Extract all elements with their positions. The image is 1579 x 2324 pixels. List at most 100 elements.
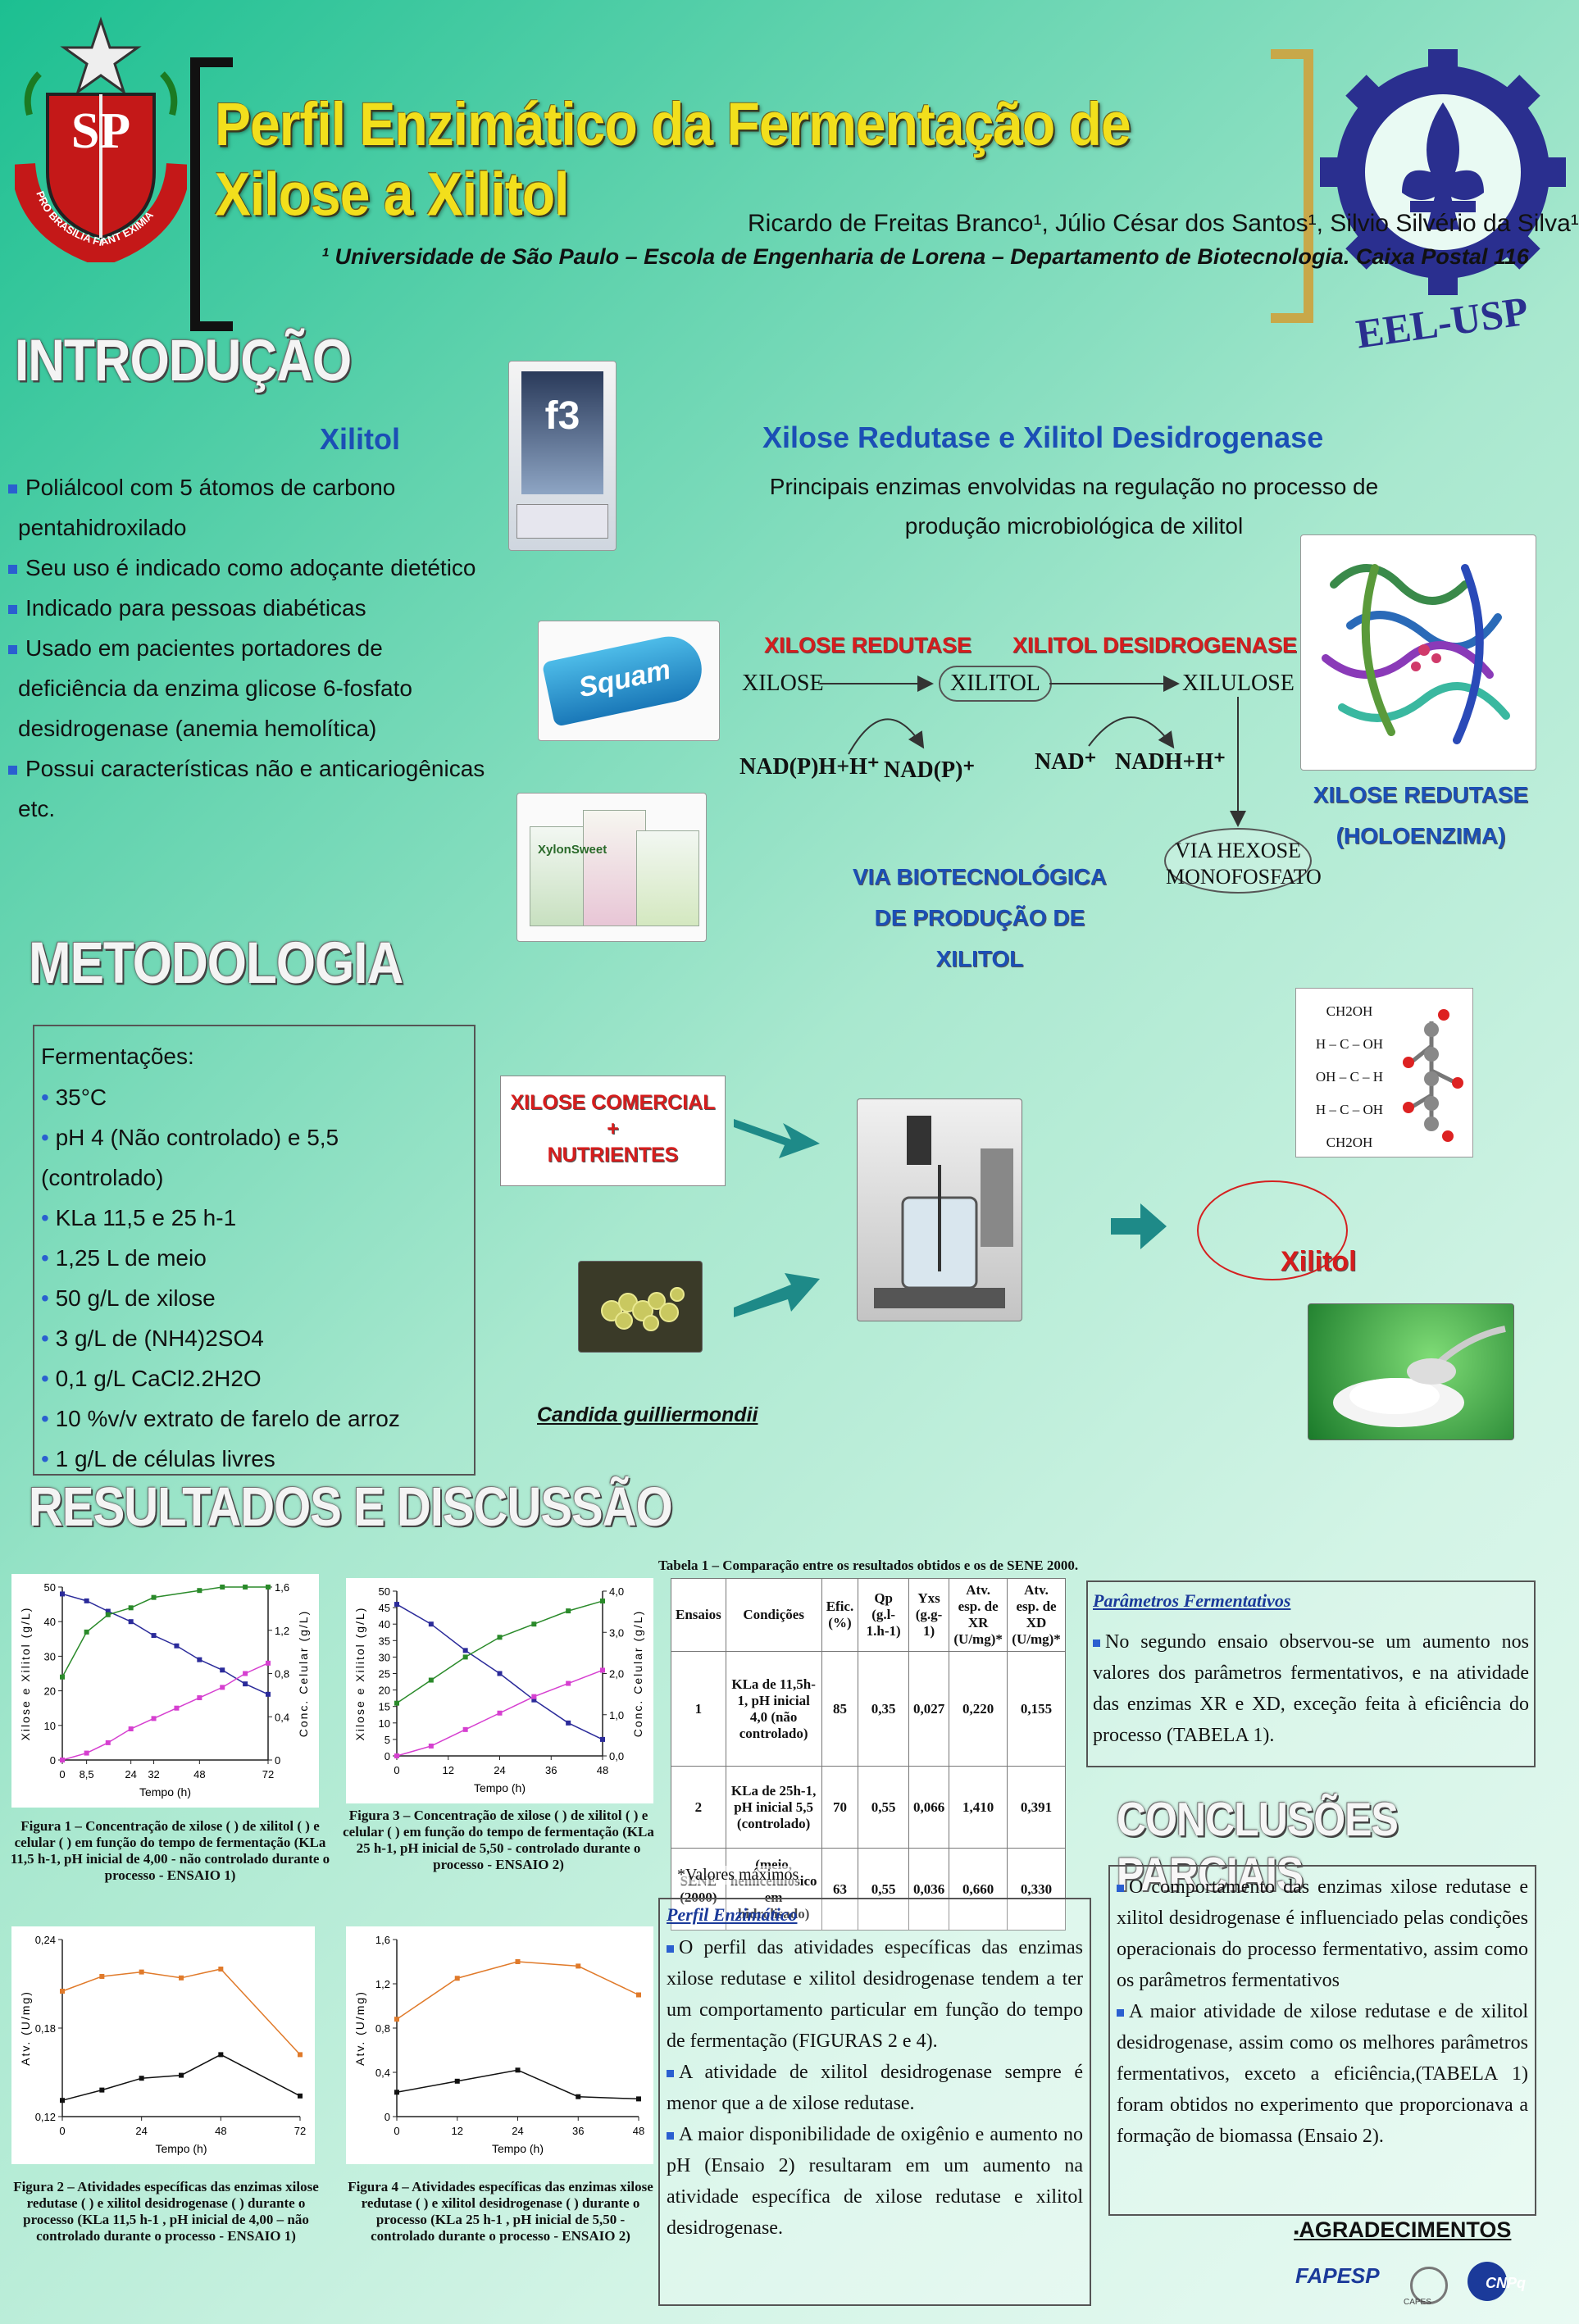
y-tick-label: 10 <box>44 1720 56 1732</box>
agradecimentos-label: ▪AGRADECIMENTOS <box>1294 2217 1512 2242</box>
poster-title: Perfil Enzimático da Fermentação de Xilo… <box>215 90 1131 228</box>
logo-sp: SP PRO BRASILIA FIANT EXIMIA <box>11 16 191 267</box>
x-tick-label: 0 <box>394 1764 399 1776</box>
table-row: 2 KLa de 25h-1, pH inicial 5,5 (controla… <box>671 1766 1066 1849</box>
cofactor-nadp: NAD(P)⁺ <box>884 757 976 783</box>
data-point <box>566 1608 571 1614</box>
y2-tick-label: 0,4 <box>275 1711 289 1723</box>
intro-bullet: Indicado para pessoas diabéticas <box>8 588 516 628</box>
data-point <box>462 1726 468 1732</box>
data-point <box>515 2067 521 2073</box>
data-point <box>266 1585 271 1590</box>
data-point <box>220 1685 225 1690</box>
bullet-square-icon <box>1093 1639 1100 1647</box>
y2-tick-label: 0,8 <box>275 1668 289 1680</box>
data-point <box>394 2017 399 2022</box>
y-tick-label: 20 <box>379 1685 390 1697</box>
gum-label: f3 <box>521 371 603 494</box>
photo-protein-structure <box>1300 534 1536 771</box>
intro-bullet: Poliálcool com 5 átomos de carbono <box>8 467 516 507</box>
intro-bullet: Seu uso é indicado como adoçante dietéti… <box>8 548 516 588</box>
x-tick-label: 12 <box>443 1764 454 1776</box>
data-point <box>462 1654 468 1660</box>
x-axis-label: Tempo (h) <box>155 2142 207 2155</box>
y-axis-label: Atv. (U/mg) <box>19 1990 32 2066</box>
x-tick-label: 24 <box>135 2125 147 2137</box>
bullet-square-icon <box>667 1944 674 1953</box>
y2-tick-label: 0,0 <box>609 1750 624 1762</box>
photo-sweetener: XylonSweet <box>516 793 707 942</box>
ferm-item: • 1,25 L de meio <box>41 1245 207 1271</box>
data-point <box>220 1667 225 1673</box>
data-point <box>60 1591 65 1597</box>
data-point <box>515 1959 521 1964</box>
cofactor-nadph: NAD(P)H+H⁺ <box>739 754 880 780</box>
enzyme-xilitol-desidrogenase-label: XILITOL DESIDROGENASE <box>1012 633 1298 657</box>
x-tick-label: 72 <box>262 1768 274 1781</box>
table-1: Ensaios Condições Efic. (%) Qp (g.l-1.h-… <box>671 1578 1066 1931</box>
data-point <box>394 1700 399 1706</box>
series-line <box>61 1968 301 2055</box>
data-point <box>105 1612 111 1617</box>
ferm-item: • 50 g/L de xilose <box>41 1285 216 1311</box>
bullet-square-icon <box>8 565 17 575</box>
series-line <box>396 1961 639 2020</box>
series-line <box>396 2069 639 2100</box>
y-tick-label: 0 <box>385 1750 390 1762</box>
data-point <box>60 1758 65 1762</box>
data-point <box>151 1716 157 1721</box>
x-tick-label: 48 <box>215 2125 226 2137</box>
conclusoes-box: O comportamento das enzimas xilose redut… <box>1108 1865 1536 2216</box>
ferm-item: • 35°C <box>41 1085 107 1110</box>
candida-label: Candida guilliermondii <box>537 1403 758 1426</box>
xilose-comercial-box: XILOSE COMERCIAL + NUTRIENTES <box>500 1076 726 1186</box>
bullet-square-icon <box>8 766 17 775</box>
via-biotecnologica-label: VIA BIOTECNOLÓGICA DE PRODUÇÃO DE XILITO… <box>852 864 1108 971</box>
data-point <box>84 1629 89 1635</box>
data-point <box>462 1648 468 1653</box>
x-tick-label: 12 <box>452 2125 463 2137</box>
data-point <box>174 1705 180 1711</box>
y2-tick-label: 0 <box>275 1754 280 1767</box>
data-point <box>428 1621 434 1627</box>
y-tick-label: 20 <box>44 1685 56 1698</box>
data-point <box>531 1694 537 1699</box>
data-point <box>179 1975 184 1981</box>
xilitol-highlight-ellipse <box>1197 1180 1348 1280</box>
data-point <box>128 1619 134 1625</box>
perfil-box: Perfil Enzimático O perfil das atividade… <box>658 1898 1091 2306</box>
xilulose-node: XILULOSE <box>1182 671 1295 696</box>
table-row: SENE (2000) (meio, hemicelulósico em hid… <box>671 1848 1066 1931</box>
y-tick-label: 25 <box>379 1668 390 1680</box>
x-tick-label: 24 <box>125 1768 136 1781</box>
y-axis-label: Atv. (U/mg) <box>353 1990 366 2066</box>
y-tick-label: 0 <box>385 2111 390 2123</box>
x-axis-label: Tempo (h) <box>474 1781 526 1794</box>
y-tick-label: 10 <box>379 1717 390 1730</box>
data-point <box>139 2076 144 2081</box>
y2-tick-label: 1,2 <box>275 1625 289 1637</box>
conclusoes-heading: CONCLUSÕES PARCIAIS <box>1117 1793 1399 1901</box>
series-line <box>396 1600 603 1704</box>
y2-tick-label: 1,0 <box>609 1709 624 1721</box>
title-bracket-right <box>1271 49 1313 323</box>
title-bracket-left <box>190 57 233 331</box>
data-point <box>531 1621 537 1627</box>
data-point <box>139 1969 144 1975</box>
data-point <box>197 1657 202 1662</box>
capes-logo-icon <box>1410 2267 1448 2304</box>
data-point <box>243 1681 248 1687</box>
y-tick-label: 40 <box>44 1616 56 1628</box>
arrow-right-icon <box>1111 1203 1167 1249</box>
photo-toothpaste: Squam <box>538 621 720 741</box>
series-line <box>61 1662 269 1761</box>
bullet-square-icon <box>8 605 17 615</box>
sponsor-logos: FAPESP CAPES CNPq <box>1295 2258 1541 2308</box>
y2-tick-label: 1,6 <box>275 1581 289 1594</box>
data-point <box>151 1594 157 1600</box>
data-point <box>428 1677 434 1683</box>
y-tick-label: 1,6 <box>375 1934 390 1946</box>
enzymes-title: Xilose Redutase e Xilitol Desidrogenase <box>762 421 1324 454</box>
